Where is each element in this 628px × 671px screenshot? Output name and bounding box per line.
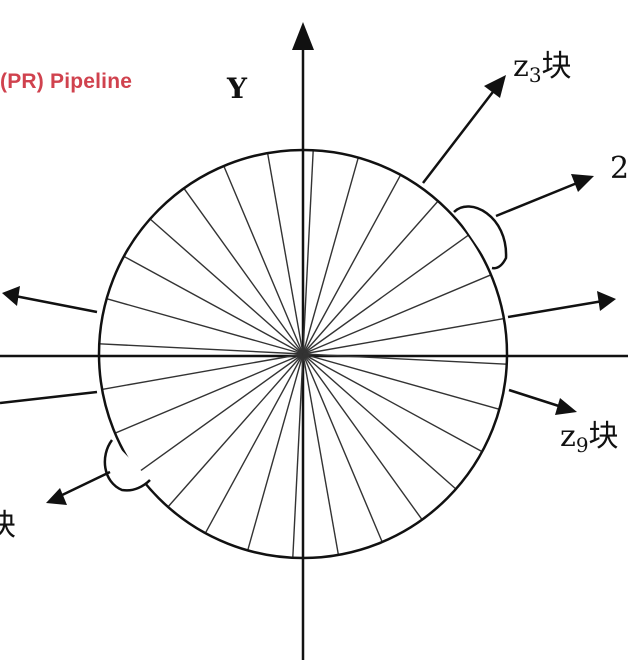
radial-line	[302, 174, 402, 355]
disc-circle	[97, 148, 509, 560]
arrow-left-bottom-head	[46, 488, 67, 505]
radial-line	[302, 353, 457, 490]
radial-line	[149, 218, 304, 355]
radial-line	[302, 317, 505, 355]
radial-line	[302, 234, 470, 355]
radial-line	[302, 353, 507, 365]
block-bump-left	[103, 439, 151, 492]
radial-lines	[99, 150, 507, 558]
radial-line	[204, 353, 304, 534]
radial-line	[106, 298, 304, 355]
y-axis-label: Y	[226, 72, 248, 105]
radial-line	[302, 150, 314, 355]
radial-line	[114, 353, 304, 434]
arrow-right-mid-head	[597, 291, 616, 311]
radial-line	[292, 353, 304, 558]
arrow-left-low	[0, 390, 98, 405]
label-z9: z9块	[560, 419, 619, 457]
arrow-right-top-head	[571, 174, 594, 192]
arrow-left-bottom	[57, 470, 111, 499]
radial-line	[266, 152, 304, 355]
label-right-top-partial: 2	[610, 151, 628, 186]
label-z9-suffix: 块	[589, 419, 619, 454]
radial-line	[302, 353, 340, 556]
radial-line	[247, 353, 304, 551]
radial-line	[99, 343, 304, 355]
arrow-left-top	[14, 294, 98, 314]
label-z3: z3块	[513, 49, 572, 87]
label-left-bottom-partial: 块	[0, 508, 16, 543]
block-bump-right	[453, 205, 508, 270]
arrow-z3	[422, 83, 500, 184]
header-title: (PR) Pipeline	[0, 70, 133, 93]
label-z9-sub: 9	[576, 433, 589, 457]
label-z3-sub: 3	[529, 63, 542, 87]
label-z3-suffix: 块	[542, 49, 572, 84]
radial-line	[302, 353, 500, 410]
radial-line	[302, 200, 439, 355]
radial-line	[302, 274, 492, 355]
arrow-right-top	[495, 179, 583, 218]
radial-line	[302, 353, 483, 453]
label-z3-z: z	[513, 49, 529, 84]
radial-line	[302, 353, 383, 543]
radial-line	[302, 353, 423, 521]
radial-line	[167, 353, 304, 508]
radial-line	[123, 255, 304, 355]
arrow-z9-head	[555, 398, 577, 415]
radial-line	[136, 353, 304, 474]
y-axis-arrowhead	[292, 22, 314, 50]
radial-line	[302, 157, 359, 355]
arrow-left-top-head	[2, 286, 20, 306]
label-z9-z: z	[560, 419, 576, 454]
arrow-z9	[508, 388, 566, 410]
arrow-z3-head	[484, 75, 506, 98]
radial-line	[101, 353, 304, 391]
radial-line	[223, 165, 304, 355]
arrow-right-mid	[507, 299, 604, 319]
radial-line	[183, 187, 304, 355]
